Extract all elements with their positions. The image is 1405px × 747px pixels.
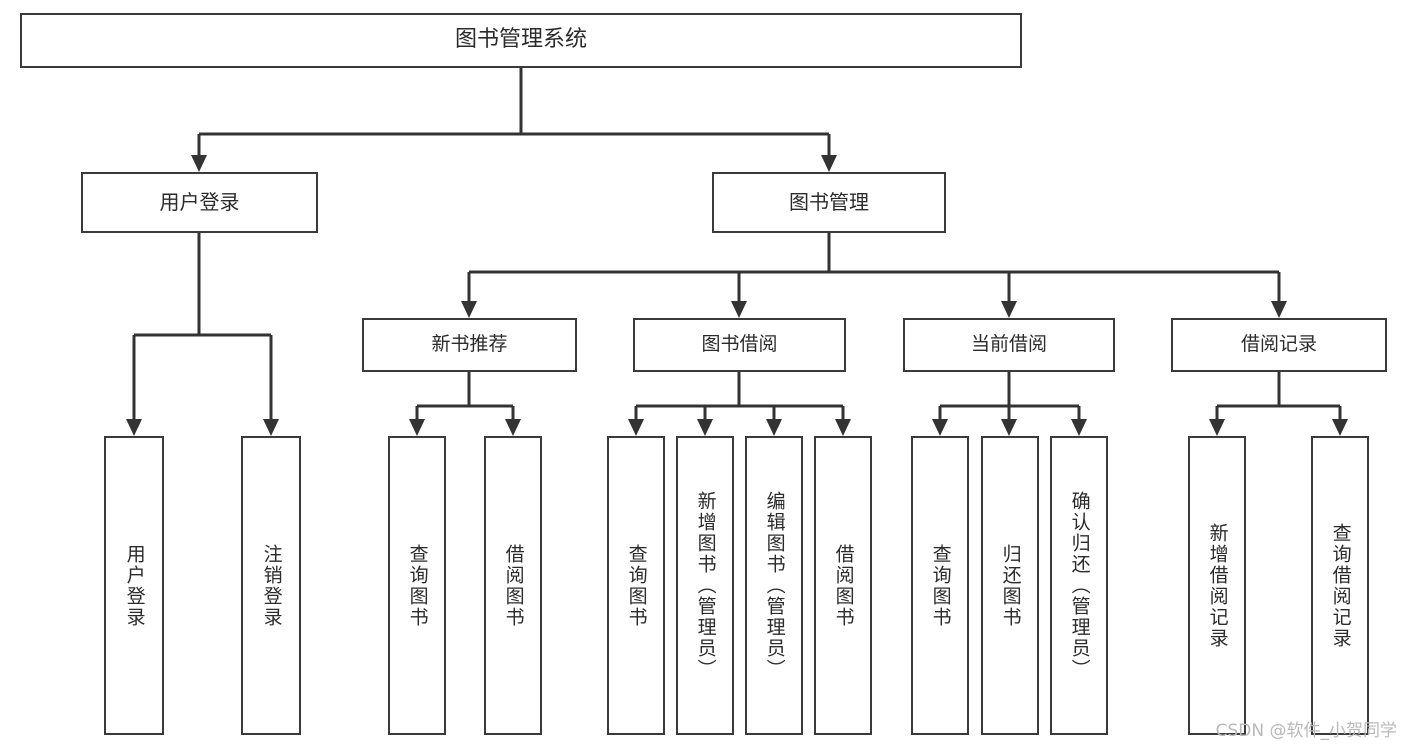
- edge-user-login-to-leaves: [126, 233, 279, 436]
- node-box-leaf-edit-book[interactable]: 编辑图书（管理员）: [745, 436, 803, 735]
- edge-book-borrow-to-leaves-arrowhead-2: [766, 419, 782, 436]
- node-box-leaf-add-record[interactable]: 新增借阅记录: [1188, 436, 1246, 735]
- node-label-leaf-user-login: 用户登录: [123, 543, 146, 628]
- node-label-root: 图书管理系统: [454, 27, 587, 53]
- edge-current-borrow-to-leaves-arrowhead-1: [1001, 419, 1017, 436]
- node-label-new-book-recommend: 新书推荐: [431, 333, 508, 356]
- node-label-leaf-add-book: 新增图书（管理员）: [694, 491, 717, 680]
- edge-book-borrow-to-leaves-arrowhead-3: [835, 419, 851, 436]
- node-box-leaf-user-login[interactable]: 用户登录: [104, 436, 164, 735]
- node-box-leaf-query-book-2[interactable]: 查询图书: [607, 436, 665, 735]
- node-box-current-borrow[interactable]: 当前借阅: [903, 318, 1115, 372]
- watermark-text: CSDN @软件_小贺同学: [1215, 721, 1397, 741]
- node-box-leaf-query-record[interactable]: 查询借阅记录: [1311, 436, 1369, 735]
- edge-borrow-record-to-leaves-arrowhead-0: [1209, 419, 1225, 436]
- edge-book-borrow-to-leaves-arrowhead-0: [628, 419, 644, 436]
- node-box-leaf-query-book-3[interactable]: 查询图书: [911, 436, 969, 735]
- node-label-user-login: 用户登录: [159, 190, 240, 215]
- edge-current-borrow-to-leaves-arrowhead-2: [1071, 419, 1087, 436]
- node-label-leaf-borrow-book-2: 借阅图书: [832, 543, 855, 628]
- node-box-book-borrow[interactable]: 图书借阅: [633, 318, 846, 372]
- edge-user-login-to-leaves-arrowhead-0: [126, 419, 142, 436]
- node-label-borrow-record: 借阅记录: [1240, 333, 1317, 356]
- node-box-new-book-recommend[interactable]: 新书推荐: [362, 318, 577, 372]
- edge-user-login-to-leaves-arrowhead-1: [263, 419, 279, 436]
- node-label-leaf-query-book-2: 查询图书: [625, 543, 648, 628]
- edge-book-manage-to-level3-arrowhead-1: [731, 301, 747, 318]
- edge-root-to-level2-arrowhead-1: [821, 155, 837, 172]
- node-label-book-borrow: 图书借阅: [701, 333, 778, 356]
- node-box-leaf-logout-login[interactable]: 注销登录: [241, 436, 301, 735]
- node-label-leaf-logout-login: 注销登录: [260, 543, 283, 628]
- edge-book-borrow-to-leaves: [628, 372, 851, 436]
- node-box-leaf-return-book[interactable]: 归还图书: [981, 436, 1039, 735]
- edge-borrow-record-to-leaves-arrowhead-1: [1332, 419, 1348, 436]
- node-box-book-manage[interactable]: 图书管理: [712, 172, 946, 233]
- edge-book-manage-to-level3-arrowhead-2: [1001, 301, 1017, 318]
- node-label-current-borrow: 当前借阅: [970, 333, 1047, 356]
- node-box-leaf-confirm-return[interactable]: 确认归还（管理员）: [1050, 436, 1108, 735]
- edge-new-book-to-leaves-arrowhead-1: [505, 419, 521, 436]
- edge-borrow-record-to-leaves: [1209, 372, 1348, 436]
- edge-new-book-to-leaves: [409, 372, 521, 436]
- node-box-leaf-borrow-book-1[interactable]: 借阅图书: [484, 436, 542, 735]
- edge-book-manage-to-level3-arrowhead-3: [1271, 301, 1287, 318]
- node-box-leaf-borrow-book-2[interactable]: 借阅图书: [814, 436, 872, 735]
- node-label-leaf-query-book-1: 查询图书: [406, 543, 429, 628]
- node-box-root[interactable]: 图书管理系统: [20, 13, 1022, 68]
- node-label-leaf-confirm-return: 确认归还（管理员）: [1068, 491, 1091, 680]
- node-box-leaf-add-book[interactable]: 新增图书（管理员）: [676, 436, 734, 735]
- node-label-leaf-edit-book: 编辑图书（管理员）: [763, 491, 786, 680]
- node-box-user-login[interactable]: 用户登录: [81, 172, 318, 233]
- edge-new-book-to-leaves-arrowhead-0: [409, 419, 425, 436]
- node-label-leaf-query-book-3: 查询图书: [929, 543, 952, 628]
- node-label-leaf-add-record: 新增借阅记录: [1206, 522, 1229, 649]
- edge-book-manage-to-level3: [461, 233, 1287, 318]
- edge-book-manage-to-level3-arrowhead-0: [461, 301, 477, 318]
- edge-root-to-level2: [191, 68, 837, 172]
- node-box-borrow-record[interactable]: 借阅记录: [1171, 318, 1387, 372]
- node-label-leaf-borrow-book-1: 借阅图书: [502, 543, 525, 628]
- node-box-leaf-query-book-1[interactable]: 查询图书: [388, 436, 446, 735]
- edge-root-to-level2-arrowhead-0: [191, 155, 207, 172]
- node-label-book-manage: 图书管理: [789, 190, 869, 215]
- edge-current-borrow-to-leaves: [932, 372, 1087, 436]
- edge-current-borrow-to-leaves-arrowhead-0: [932, 419, 948, 436]
- edge-book-borrow-to-leaves-arrowhead-1: [697, 419, 713, 436]
- node-label-leaf-return-book: 归还图书: [999, 543, 1022, 628]
- node-label-leaf-query-record: 查询借阅记录: [1329, 522, 1352, 649]
